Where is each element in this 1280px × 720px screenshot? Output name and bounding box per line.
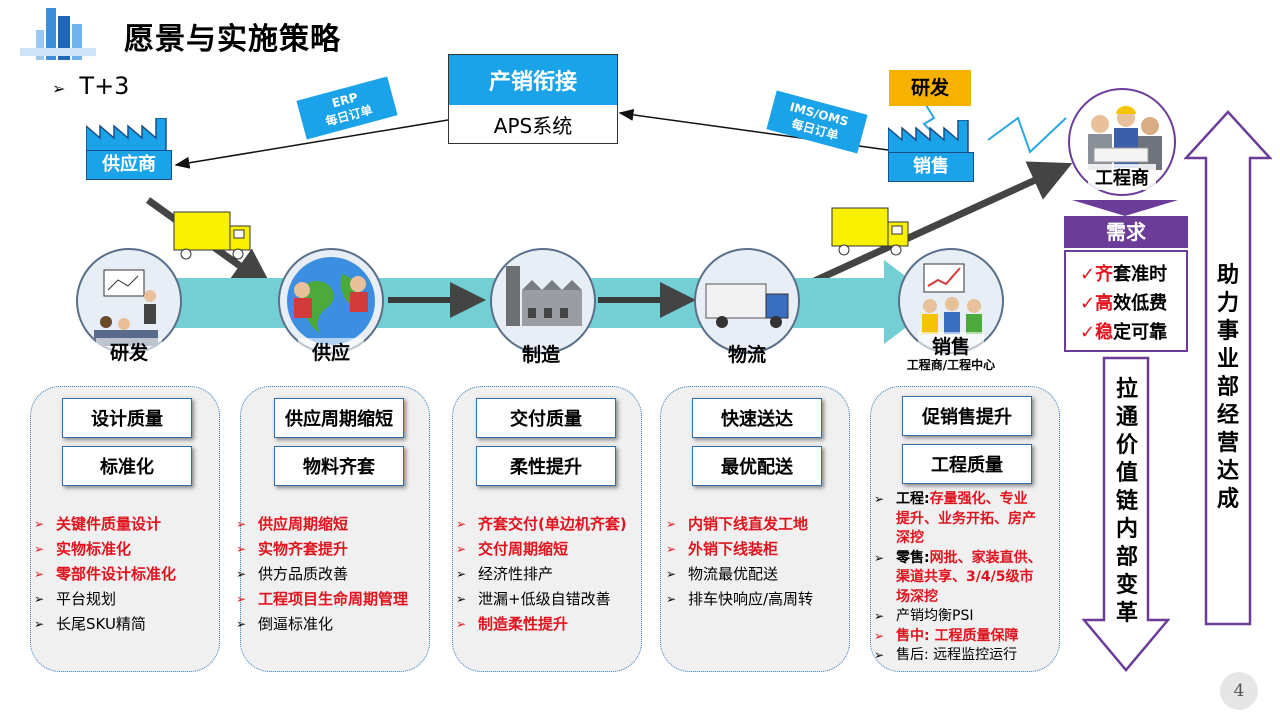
- manufacturing-bullet-list: ➢齐套交付(单边机齐套) ➢交付周期缩短 ➢经济性排产 ➢泄漏+低级自错改善 ➢制造柔性…: [456, 512, 627, 637]
- page-title: 愿景与实施策略: [124, 22, 341, 57]
- bullet-item: ➢泄漏+低级自错改善: [456, 590, 611, 608]
- bullet-item: ➢实物标准化: [34, 540, 132, 558]
- stage-label-manufacturing: 制造: [521, 344, 560, 366]
- bullet-item: ➢平台规划: [34, 590, 117, 608]
- bullet-item: ➢物流最优配送: [666, 565, 779, 583]
- bullet-item: ➢交付周期缩短: [456, 540, 569, 558]
- logistics-bullet-list: ➢内销下线直发工地 ➢外销下线装柜 ➢物流最优配送 ➢排车快响应/高周转: [666, 512, 813, 612]
- supply-stage-icon: [278, 248, 384, 354]
- stage-label-logistics: 物流: [727, 344, 766, 366]
- sales-factory-icon: 销售: [888, 120, 974, 182]
- goal-box: 工程质量: [902, 444, 1032, 484]
- demand-list: ✓齐套准时 ✓高效低费 ✓稳定可靠: [1064, 250, 1188, 352]
- supplier-factory-icon: 供应商: [86, 118, 172, 180]
- bullet-item: ➢供应周期缩短: [236, 515, 349, 533]
- truck-icon: [173, 211, 251, 260]
- aps-system: APS系统: [449, 105, 617, 143]
- bullet-item: ➢售中: 工程质量保障: [874, 627, 1019, 644]
- logistics-stage-icon: [694, 248, 800, 354]
- stage-label-supply: 供应: [298, 338, 364, 365]
- business-goal-text: 助力事业部经营达成: [1216, 263, 1239, 512]
- sales-factory-label: 销售: [888, 152, 974, 182]
- bullet-item: ➢齐套交付(单边机齐套): [456, 515, 627, 533]
- goal-box: 快速送达: [692, 398, 822, 438]
- bullet-item: ➢外销下线装柜: [666, 540, 779, 558]
- bullet-item: ➢经济性排产: [456, 565, 554, 583]
- bullet-item: ➢排车快响应/高周转: [666, 590, 814, 608]
- bullet-item: ➢零售: 网批、家装直供、: [874, 549, 1042, 566]
- demand-chevron-icon: [1072, 200, 1178, 216]
- goal-box: 物料齐套: [274, 446, 404, 486]
- demand-item: ✓稳定可靠: [1080, 322, 1168, 343]
- goal-box: 最优配送: [692, 446, 822, 486]
- engineer-label: 工程商: [1088, 164, 1156, 190]
- rd-bullet-list: ➢关键件质量设计 ➢实物标准化 ➢零部件设计标准化 ➢平台规划 ➢长尾SKU精简: [34, 512, 176, 637]
- bullet-item: 场深挖: [896, 588, 938, 605]
- supply-bullet-list: ➢供应周期缩短 ➢实物齐套提升 ➢供方品质改善 ➢工程项目生命周期管理 ➢倒逼标准化: [236, 512, 408, 637]
- goal-box: 柔性提升: [476, 446, 616, 486]
- bullet-item: 深挖: [896, 530, 924, 546]
- bullet-item: ➢长尾SKU精简: [34, 615, 146, 633]
- bullet-item: ➢工程: 存量强化、专业: [874, 491, 1028, 507]
- truck-icon: [831, 207, 909, 256]
- bullet-item: ➢实物齐套提升: [236, 540, 349, 558]
- value-chain-text: 拉通价值链内部变革: [1115, 377, 1138, 626]
- logo-icon: [18, 4, 98, 64]
- bullet-item: ➢关键件质量设计: [34, 515, 162, 533]
- bullet-item: ➢内销下线直发工地: [666, 515, 809, 533]
- bullet-item: ➢供方品质改善: [236, 565, 349, 583]
- bullet-item: ➢售后: 远程监控运行: [874, 647, 1018, 663]
- goal-box: 设计质量: [62, 398, 192, 438]
- subtitle: ➢T+3: [52, 72, 130, 100]
- rd-tag: 研发: [889, 70, 971, 106]
- demand-item: ✓齐套准时: [1080, 264, 1168, 285]
- bullet-item: 渠道共享、3/4/5级市: [896, 569, 1034, 585]
- bullet-item: ➢产销均衡PSI: [874, 608, 974, 624]
- demand-item: ✓高效低费: [1080, 293, 1168, 314]
- sales-stage-icon: [898, 248, 1004, 354]
- bullet-item: ➢零部件设计标准化: [34, 565, 177, 583]
- page-number: 4: [1220, 672, 1258, 710]
- bullet-item: ➢制造柔性提升: [456, 615, 569, 633]
- bullet-item: 提升、业务开拓、房产: [896, 510, 1036, 527]
- goal-box: 促销售提升: [902, 396, 1032, 436]
- stage-label-rd: 研发: [96, 338, 162, 365]
- stage-label-sales: 销售: [918, 332, 984, 359]
- up-arrow-shape: [1184, 110, 1272, 626]
- down-arrow-shape: [1082, 356, 1170, 672]
- value-chain-band: [100, 260, 940, 344]
- manufacturing-stage-icon: [490, 248, 596, 354]
- stage-sublabel-sales: 工程商/工程中心: [906, 358, 996, 372]
- aps-box: 产销衔接 APS系统: [448, 54, 618, 144]
- demand-title: 需求: [1064, 216, 1188, 248]
- goal-box: 标准化: [62, 446, 192, 486]
- bullet-item: ➢倒逼标准化: [236, 615, 334, 633]
- flow-arrows: [145, 104, 1073, 291]
- goal-box: 供应周期缩短: [274, 398, 404, 438]
- goal-box: 交付质量: [476, 398, 616, 438]
- bullet-item: ➢工程项目生命周期管理: [236, 590, 409, 608]
- aps-title: 产销衔接: [449, 55, 617, 105]
- sales-bullet-list: ➢工程: 存量强化、专业提升、业务开拓、房产深挖 ➢零售: 网批、家装直供、渠道共…: [874, 490, 1042, 666]
- supplier-label: 供应商: [86, 150, 172, 180]
